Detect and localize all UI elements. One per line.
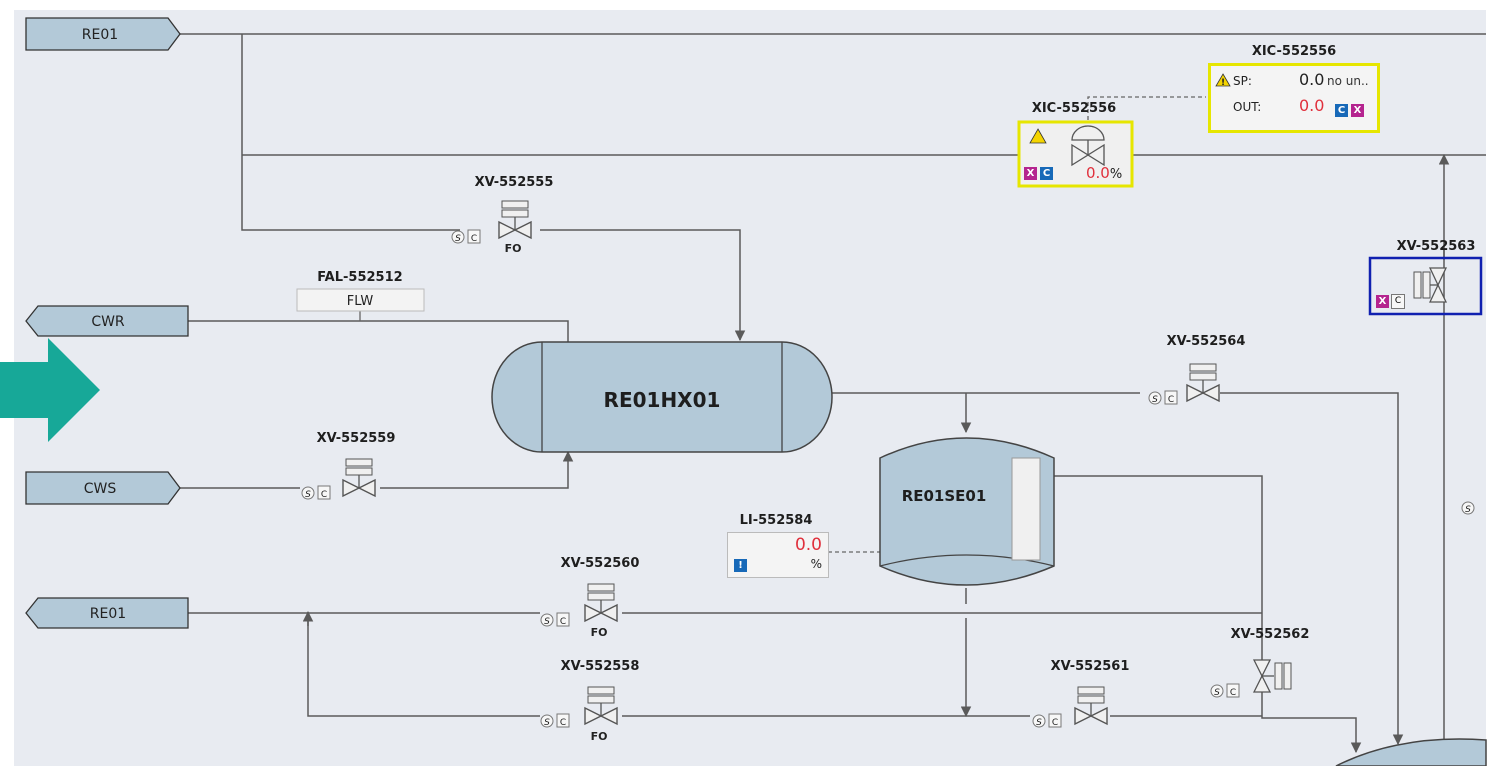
svg-text:C: C — [1052, 718, 1058, 728]
s-icon: S — [1148, 391, 1162, 405]
svg-text:S: S — [1465, 505, 1471, 515]
valve-tag: XV-552563 — [1397, 239, 1476, 254]
s-icon: S — [1210, 684, 1224, 698]
svg-text:S: S — [544, 718, 550, 728]
teal-arrow-icon — [0, 338, 100, 442]
s-icon: S — [301, 486, 315, 500]
c-badge[interactable]: C — [1335, 104, 1348, 117]
valve-xv-552562[interactable]: XV-552562 — [1231, 627, 1310, 693]
valve-tag: XV-552561 — [1051, 659, 1130, 674]
controller-output-unit: % — [1109, 167, 1123, 182]
out-value: 0.0 — [1299, 96, 1325, 115]
alert-icon: ! — [734, 559, 747, 572]
c-icon: C — [556, 612, 570, 627]
valve-xv-552564[interactable]: XV-552564 — [1167, 334, 1246, 402]
valve-xv-552563[interactable]: XV-552563 — [1368, 239, 1483, 316]
svg-text:S: S — [1036, 718, 1042, 728]
valve-xv-552561[interactable]: XV-552561 — [1051, 659, 1130, 725]
s-icon: S — [451, 230, 465, 244]
svg-text:C: C — [471, 234, 477, 244]
x-badge[interactable]: X — [1351, 104, 1364, 117]
svg-text:S: S — [544, 617, 550, 627]
fail-position: FO — [591, 730, 608, 743]
selection-frame — [1368, 256, 1483, 316]
alarm-label: FLW — [347, 294, 374, 309]
offpage-cws[interactable]: CWS — [25, 471, 181, 505]
svg-text:S: S — [305, 490, 311, 500]
sp-unit: no un.. — [1327, 74, 1369, 88]
svg-text:C: C — [321, 490, 327, 500]
s-icon: S — [540, 613, 554, 627]
controller-output-value: 0.0 — [1086, 164, 1110, 182]
control-valve-xic-552556[interactable]: XIC-552556 — [1017, 101, 1134, 188]
c-icon: C — [1226, 683, 1240, 698]
offpage-re01-top-label: RE01 — [82, 27, 118, 43]
s-icon: S — [540, 714, 554, 728]
alarm-fal-552512[interactable]: FAL-552512 FLW — [296, 270, 425, 312]
svg-text:S: S — [1214, 688, 1220, 698]
c-icon: C — [1048, 713, 1062, 728]
level-indicator-tag: LI-552584 — [740, 513, 813, 528]
valve-tag: XV-552562 — [1231, 627, 1310, 642]
vessel-partial — [1335, 738, 1487, 766]
c-icon: C — [317, 485, 331, 500]
svg-text:C: C — [560, 617, 566, 627]
separator-re01se01[interactable]: RE01SE01 — [879, 437, 1055, 586]
alarm-tag: FAL-552512 — [317, 270, 402, 285]
svg-text:S: S — [1152, 395, 1158, 405]
svg-text:S: S — [455, 234, 461, 244]
separator-level-gauge — [1011, 457, 1041, 561]
valve-tag: XV-552555 — [475, 175, 554, 190]
valve-xv-552559[interactable]: XV-552559 — [317, 431, 396, 497]
x-badge[interactable]: X — [1376, 295, 1389, 308]
svg-text:!: ! — [1221, 78, 1225, 87]
svg-text:C: C — [560, 718, 566, 728]
offpage-re01-bottom-label: RE01 — [90, 606, 126, 622]
separator-label: RE01SE01 — [902, 487, 987, 505]
offpage-re01-top[interactable]: RE01 — [25, 17, 181, 51]
c-badge[interactable]: C — [1040, 167, 1053, 180]
s-icon: S — [1461, 501, 1475, 515]
offpage-cws-label: CWS — [84, 481, 117, 497]
heat-exchanger-re01hx01[interactable]: RE01HX01 — [491, 341, 833, 453]
c-icon: C — [556, 713, 570, 728]
sp-value: 0.0 — [1299, 70, 1325, 89]
valve-tag: XV-552560 — [561, 556, 640, 571]
x-badge[interactable]: X — [1024, 167, 1037, 180]
offpage-cwr[interactable]: CWR — [25, 305, 189, 337]
level-value: 0.0 — [794, 535, 822, 555]
c-icon: C — [467, 229, 481, 244]
valve-tag: XV-552558 — [561, 659, 640, 674]
faceplate-tag: XIC-552556 — [1251, 44, 1337, 59]
s-icon: S — [1032, 714, 1046, 728]
valve-xv-552560[interactable]: XV-552560 FO — [561, 556, 640, 639]
fail-position: FO — [591, 626, 608, 639]
valve-tag: XV-552559 — [317, 431, 396, 446]
level-unit: % — [810, 557, 822, 571]
valve-xv-552555[interactable]: XV-552555 FO — [475, 175, 554, 255]
controller-faceplate[interactable]: ! SP: 0.0 no un.. OUT: 0.0 C X — [1208, 63, 1380, 133]
controller-valve-tag: XIC-552556 — [1032, 101, 1116, 116]
offpage-cwr-label: CWR — [91, 314, 125, 330]
valve-xv-552558[interactable]: XV-552558 FO — [561, 659, 640, 743]
warning-icon — [1029, 128, 1047, 144]
offpage-re01-bottom[interactable]: RE01 — [25, 597, 189, 629]
c-icon: C — [1164, 390, 1178, 405]
heat-exchanger-label: RE01HX01 — [604, 388, 721, 412]
valve-tag: XV-552564 — [1167, 334, 1246, 349]
fail-position: FO — [505, 242, 522, 255]
svg-text:C: C — [1168, 395, 1174, 405]
controller-output: 0.0% — [1086, 164, 1122, 182]
level-indicator-li-552584[interactable]: 0.0 % ! — [727, 532, 829, 578]
svg-text:C: C — [1230, 688, 1236, 698]
warning-icon: ! — [1215, 72, 1231, 91]
c-icon[interactable]: C — [1391, 294, 1405, 309]
sp-label: SP: — [1233, 74, 1252, 88]
out-label: OUT: — [1233, 100, 1262, 114]
